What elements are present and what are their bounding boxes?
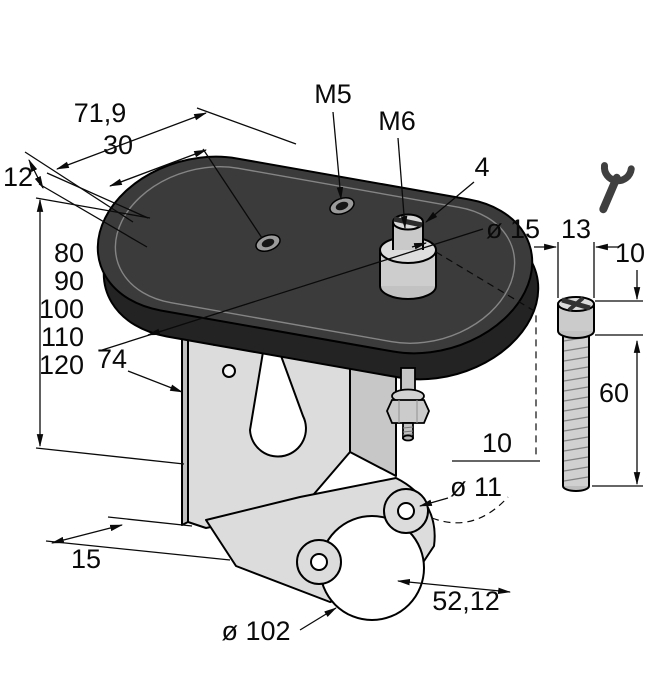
stud-slot [393,216,423,228]
foot-hole-left [310,553,328,571]
screw-cross-slot [567,296,585,312]
plate-top-face [67,142,563,368]
height-option-100: 100 [39,294,84,324]
hex-nut [386,399,430,424]
mounting-nut [386,367,430,442]
dim-label-13: 13 [561,214,591,244]
dimension-labels: 71,9 30 12 M5 M6 4 ø 15 13 10 80 90 100 … [3,79,645,646]
plate-hole-m5-left [255,234,281,252]
dim-label-10-head: 10 [615,238,645,268]
dim-label-71-9: 71,9 [74,98,127,128]
dim-label-15: 15 [71,544,101,574]
leader-74 [127,370,184,393]
dim-label-74: 74 [97,344,127,374]
dashed-curve [431,496,509,524]
leader-dia-102 [299,607,337,631]
leader-m5 [332,111,344,201]
dia-label-102: ø 102 [221,616,290,646]
clamping-screw [557,296,595,492]
dim-label-52-12: 52,12 [432,586,500,616]
nut-tip-end [402,434,414,442]
axis-dashed [435,251,537,458]
dia-label-11: ø 11 [450,472,502,502]
plate-top-highlight [88,154,541,357]
height-option-120: 120 [39,350,84,380]
dim-label-12: 12 [3,162,33,192]
leader-dia-11 [418,497,449,507]
dim-label-30: 30 [103,130,133,160]
height-option-110: 110 [41,322,84,352]
height-option-90: 90 [54,266,84,296]
dim-label-4: 4 [474,152,489,182]
thread-label-m6: M6 [378,106,416,136]
foot-hole-right [397,502,415,520]
mounting-bracket [181,295,436,621]
leader-m6 [397,137,408,230]
dia-label-15: ø 15 [486,214,540,244]
top-plate [67,142,569,394]
dim-line-30 [108,149,208,187]
thread-label-m5: M5 [314,79,352,109]
height-option-80: 80 [54,238,84,268]
leader-4 [425,181,475,223]
dim-line-71-9 [55,112,208,170]
dim-line-15 [50,524,124,544]
dim-label-10-foot: 10 [482,428,512,458]
dim-line-52-12 [396,578,512,595]
dim-line-12 [28,159,44,189]
dim-label-60: 60 [599,378,629,408]
wrench-icon [599,162,635,214]
wall-small-hole [222,364,236,378]
dimension-annotations [24,107,643,631]
